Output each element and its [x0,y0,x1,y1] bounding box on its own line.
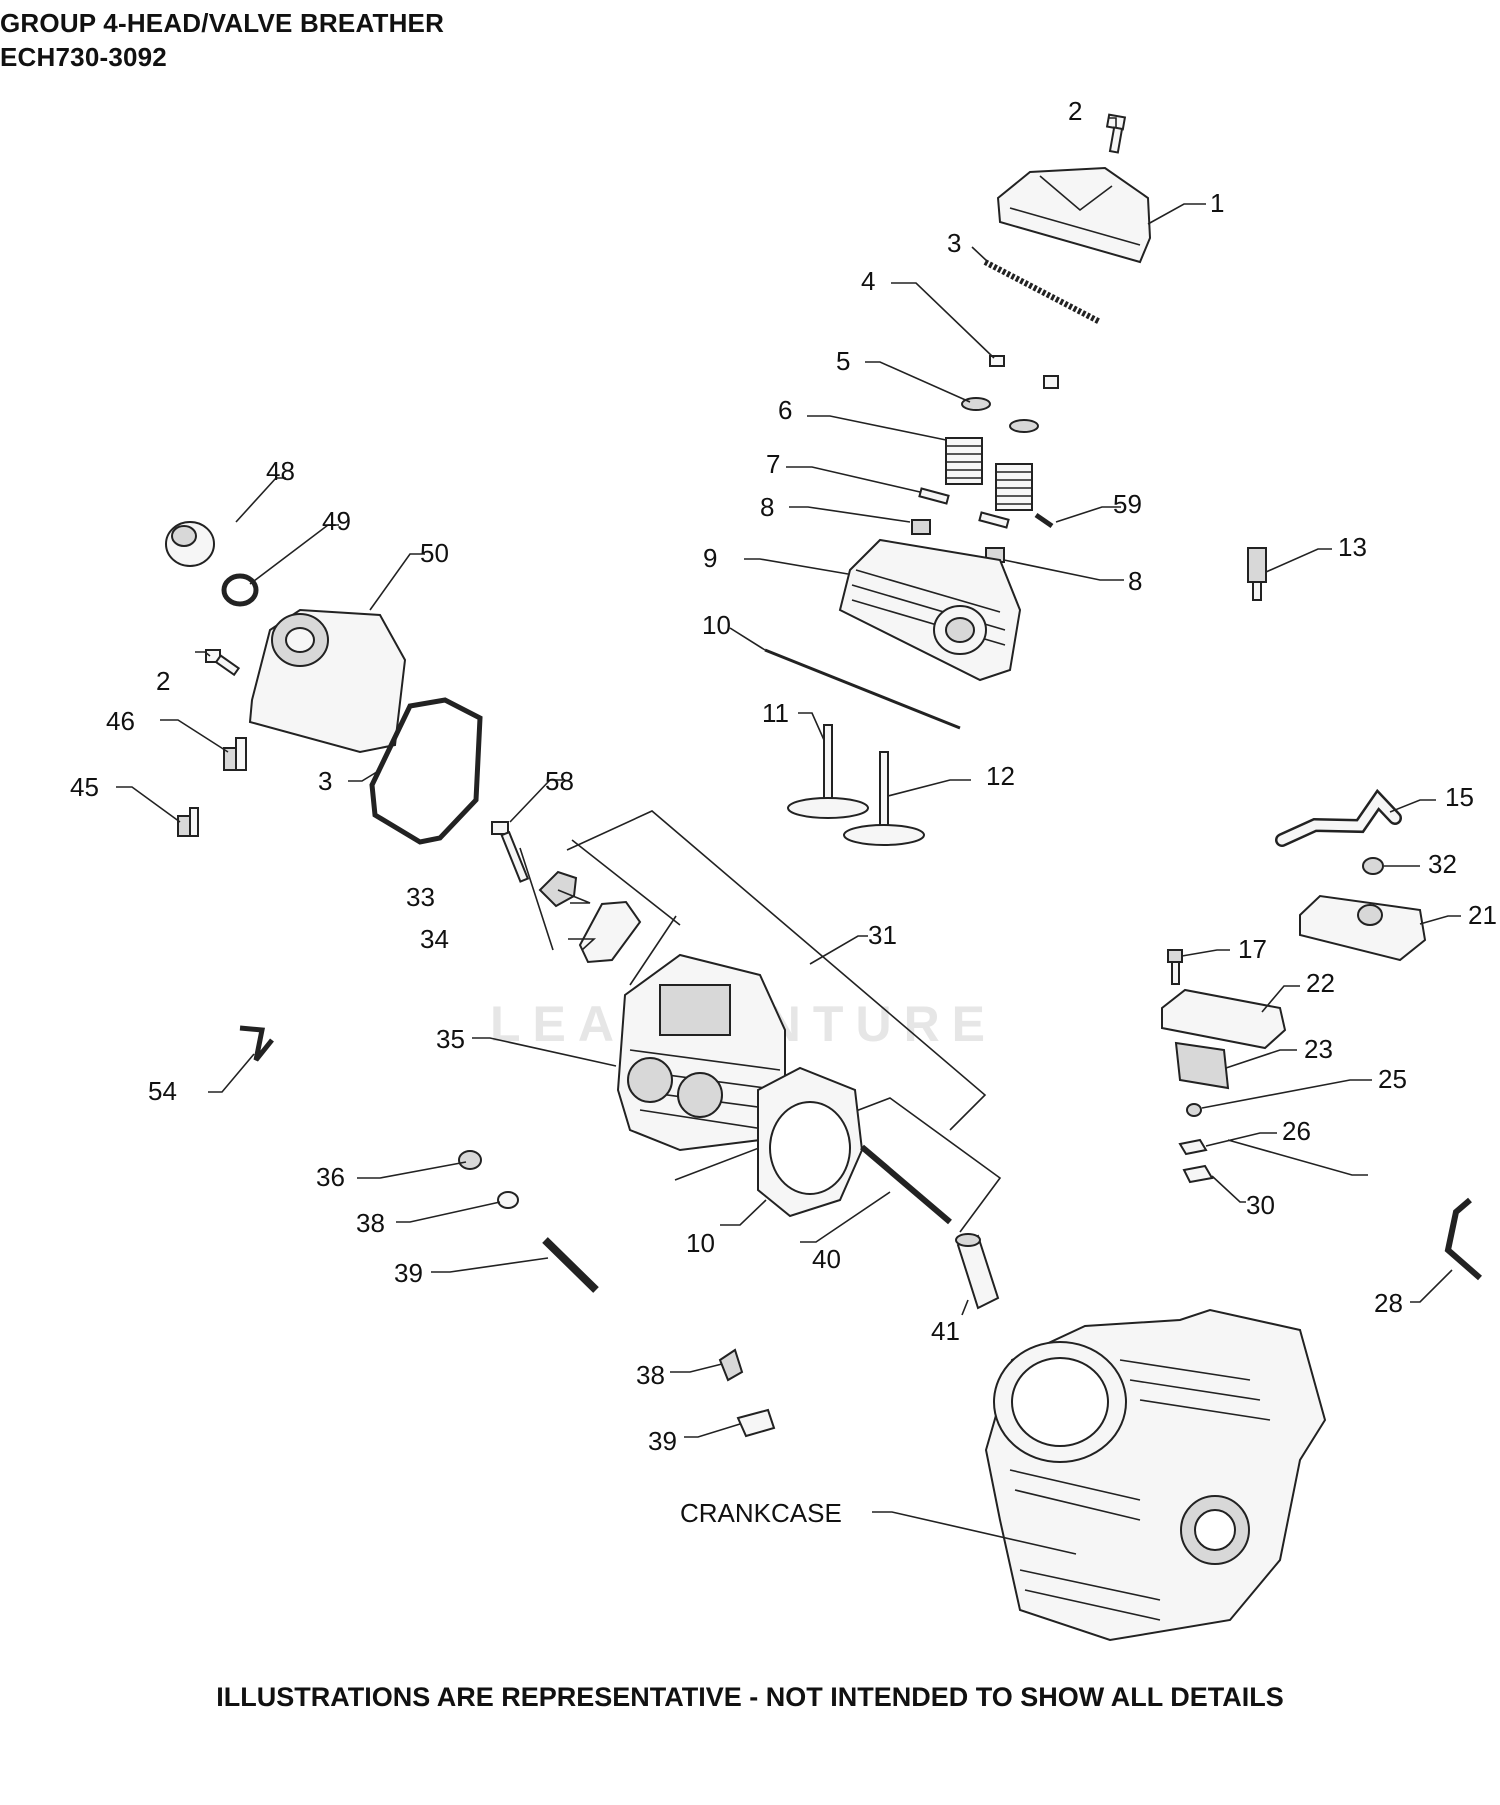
part-11-valve [787,724,869,819]
part-6-valve-springs [945,437,1033,511]
part-10-head-gasket [757,1066,864,1218]
callout-19: 21 [1468,900,1497,930]
crankcase [984,1308,1327,1642]
part-58-bolt [491,821,530,883]
callout-3b: 3 [318,766,332,796]
callout-9: 9 [703,543,717,573]
callout-12: 12 [986,761,1015,791]
callout-5: 5 [836,346,850,376]
callout-25: 28 [1374,1288,1403,1318]
part-9-cylinder-head [838,538,1022,682]
part-1-valve-cover [996,166,1152,264]
callout-48: 48 [266,456,295,486]
part-5-retainer [961,397,1039,433]
part-40-push-rod [860,1144,952,1225]
leader-lines [116,117,1461,1555]
part-32-clamp [1362,857,1384,875]
callout-33: 35 [436,1024,465,1054]
callout-1: 1 [1210,188,1224,218]
part-21-filter [1174,1041,1230,1090]
part-28-assembly-outline [519,810,1002,1233]
part-3-gasket-strip [983,259,1102,325]
part-20-gasket [1161,988,1287,1050]
callout-50: 50 [420,538,449,568]
part-2-bolt-top [1105,113,1127,154]
part-41-tube [955,1233,1000,1310]
group-title: GROUP 4-HEAD/VALVE BREATHER [0,8,445,38]
callout-36: 39 [394,1258,423,1288]
callout-35: 38 [356,1208,385,1238]
callout-49: 49 [322,506,351,536]
footer-disclaimer: ILLUSTRATIONS ARE REPRESENTATIVE - NOT I… [216,1682,1284,1712]
callout-34: 36 [316,1162,345,1192]
part-48-breather-cap [165,521,215,567]
part-4-keeper [989,355,1059,389]
callout-32: 32 [1428,849,1457,879]
part-36-stud [542,1237,599,1293]
part-31-rocker [578,900,642,964]
callout-10: 10 [702,610,731,640]
callout-40: 40 [812,1244,841,1274]
callout-28: 31 [868,920,897,950]
callout-13: 13 [1338,532,1367,562]
part-45-fitting [177,807,199,837]
part-2-bolt-left [205,649,241,677]
callout-58: 58 [545,766,574,796]
part-26-clip [1182,1164,1214,1184]
callout-15: 15 [1445,782,1474,812]
part-46-fitting [223,737,247,771]
callout-7: 7 [766,449,780,479]
callout-2b: 2 [156,666,170,696]
part-34-nut [458,1150,482,1170]
callout-crankcase: CRANKCASE [680,1498,842,1528]
callout-labels: 2 1 3 4 5 6 7 8 59 9 8 13 10 11 12 15 32… [70,96,1497,1528]
part-3-gasket-ring [369,697,483,845]
callout-17: 17 [1238,934,1267,964]
callout-21: 23 [1304,1034,1333,1064]
part-49-o-ring [221,573,259,607]
callout-31: 34 [420,924,449,954]
part-39-plate [736,1408,776,1438]
callout-22: 25 [1378,1064,1407,1094]
callout-2: 2 [1068,96,1082,126]
part-17-bolt [1167,949,1183,985]
callout-23: 26 [1282,1116,1311,1146]
part-30-bracket [538,870,578,908]
part-19-breather-cover [1299,894,1427,962]
part-25-bracket-rod [1444,1197,1482,1281]
callout-46: 46 [106,706,135,736]
part-23-clip [1178,1138,1208,1156]
part-59-pin [1034,512,1054,529]
callout-10b: 10 [686,1228,715,1258]
callout-8b: 8 [1128,566,1142,596]
part-54-bracket [239,1025,274,1062]
callout-26: 30 [1246,1190,1275,1220]
callout-3: 3 [947,228,961,258]
callout-30: 33 [406,882,435,912]
part-10-gasket-line [764,648,961,730]
part-12-valve [843,751,925,846]
part-13-sensor [1247,547,1267,601]
part-38-clip [718,1348,744,1382]
callout-8: 8 [760,492,774,522]
part-35-washer [497,1191,519,1209]
callout-41: 41 [931,1316,960,1346]
part-33-cylinder-head-assembly [616,953,786,1152]
part-50-breather-cover [248,608,407,754]
callout-45: 45 [70,772,99,802]
callout-6: 6 [778,395,792,425]
part-22-bolt [1186,1103,1202,1117]
callout-59: 59 [1113,489,1142,519]
callout-20: 22 [1306,968,1335,998]
callout-54: 54 [148,1076,177,1106]
callout-11: 11 [762,698,789,728]
callout-4: 4 [861,266,875,296]
model-number: ECH730-3092 [0,42,167,72]
